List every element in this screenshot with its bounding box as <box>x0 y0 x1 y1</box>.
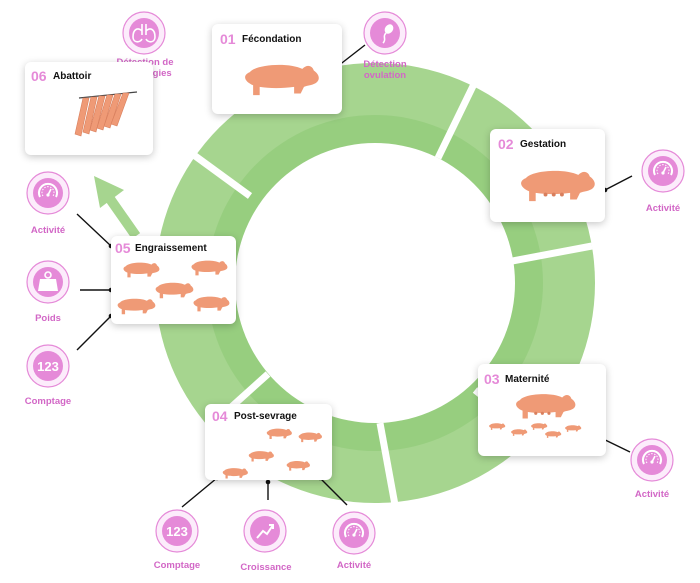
pig-icon <box>545 431 562 438</box>
sensor-label-poids: Poids <box>35 313 61 324</box>
pig-icon <box>565 425 582 432</box>
pig-icon <box>521 170 595 202</box>
stage-number: 02 <box>498 136 514 152</box>
stage-number: 06 <box>31 68 47 84</box>
sensor-label-comptage: Comptage <box>24 396 72 407</box>
stage-title: Maternité <box>505 374 550 385</box>
pig-icon <box>191 260 228 276</box>
pig-icon <box>489 423 506 430</box>
stage-number: 01 <box>220 31 236 47</box>
sensor-label-activite: Activité <box>336 560 372 571</box>
svg-text:123: 123 <box>166 524 188 539</box>
pig-icon <box>123 262 160 278</box>
sperm-icon <box>363 11 407 55</box>
sensor-label-comptage: Comptage <box>153 560 201 571</box>
stage-card-maternite: 03 Maternité <box>478 364 606 456</box>
pig-icon <box>298 432 322 443</box>
stage-number: 03 <box>484 371 500 387</box>
pig-icon <box>511 429 528 436</box>
sensor-label-activite: Activité <box>645 203 681 214</box>
counter-icon: 123 <box>26 344 70 388</box>
growth-chart-icon <box>243 509 287 553</box>
pig-icon <box>245 64 319 96</box>
pig-icon <box>516 394 576 419</box>
sensor-label-croissance: Croissance <box>240 562 292 573</box>
pig-icon <box>286 461 310 471</box>
connector-lines <box>76 44 633 508</box>
stage-title: Fécondation <box>242 34 302 45</box>
stage-card-post-sevrage: 04 Post-sevrage <box>205 404 332 480</box>
pig-icon <box>266 428 292 439</box>
sensor-label-activite: Activité <box>634 489 670 500</box>
pig-icon <box>193 296 230 312</box>
gauge-icon <box>332 511 376 555</box>
pig-icon <box>155 282 194 299</box>
stage-card-gestation: 02 Gestation <box>490 129 605 222</box>
counter-icon: 123 <box>155 509 199 553</box>
svg-text:123: 123 <box>37 359 59 374</box>
weight-icon <box>26 260 70 304</box>
gauge-icon <box>641 149 685 193</box>
stage-title: Engraissement <box>135 243 207 254</box>
lungs-icon <box>122 11 166 55</box>
cycle-ring <box>155 63 595 506</box>
stage-card-engraissement: 05 Engraissement <box>111 236 236 324</box>
stage-card-abattoir: 06 Abattoir <box>25 62 153 155</box>
pig-icon <box>248 451 274 462</box>
stage-number: 04 <box>212 408 228 424</box>
stage-title: Post-sevrage <box>234 411 297 422</box>
pig-icon <box>222 468 248 479</box>
gauge-icon <box>630 438 674 482</box>
stage-title: Gestation <box>520 139 567 150</box>
stage-card-fecondation: 01 Fécondation <box>212 24 342 114</box>
pig-icon <box>117 298 156 315</box>
sensor-label-activite: Activité <box>30 225 66 236</box>
arrow-icon <box>94 176 141 239</box>
gauge-icon <box>26 171 70 215</box>
stage-title: Abattoir <box>53 71 92 82</box>
stage-number: 05 <box>115 240 131 256</box>
carcass-icon <box>74 91 138 137</box>
sensor-label-detection-ovulation: Détection ovulation <box>363 59 407 81</box>
